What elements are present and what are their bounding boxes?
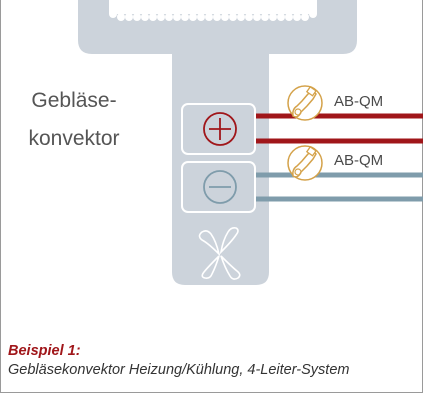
unit-label: Gebläse- konvektor bbox=[14, 82, 134, 158]
caption-title: Beispiel 1: bbox=[8, 343, 81, 359]
caption: Beispiel 1: Gebläsekonvektor Heizung/Küh… bbox=[8, 342, 349, 380]
plus-icon bbox=[203, 112, 237, 146]
heating-valve-label: AB-QM bbox=[334, 93, 384, 110]
unit-label-line1: Gebläse- bbox=[31, 89, 117, 112]
caption-text: Gebläsekonvektor Heizung/Kühlung, 4-Leit… bbox=[8, 362, 350, 378]
minus-icon bbox=[203, 170, 237, 204]
fan-icon bbox=[198, 227, 241, 280]
unit-top-scallops bbox=[109, 0, 317, 21]
cooling-valve-label: AB-QM bbox=[334, 152, 384, 169]
cooling-valve-actuator-icon bbox=[287, 145, 323, 181]
heating-valve-actuator-icon bbox=[287, 85, 323, 121]
unit-label-line2: konvektor bbox=[28, 127, 120, 150]
